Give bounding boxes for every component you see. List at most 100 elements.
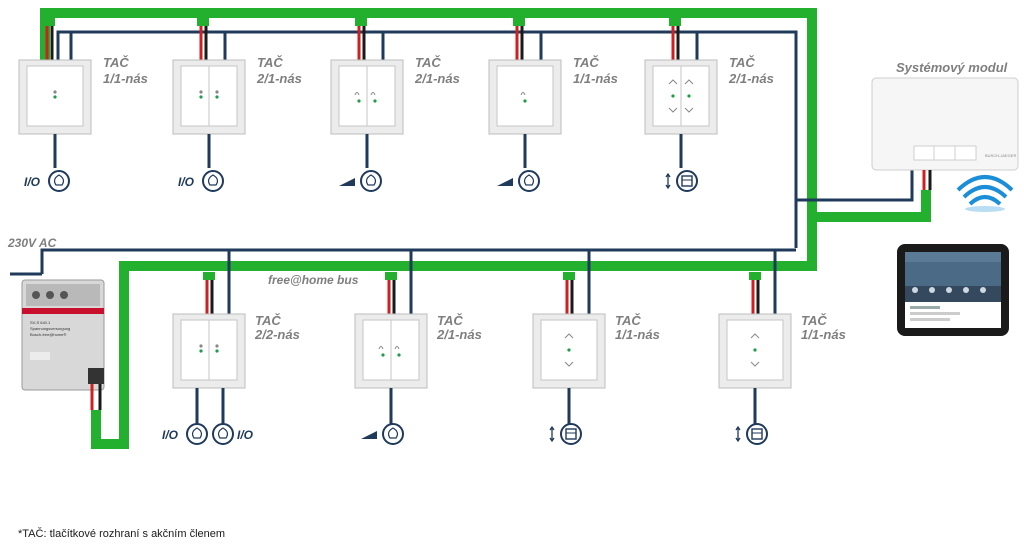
bulb-glyph-icon	[53, 174, 65, 186]
dimmer-wedge-icon	[339, 178, 355, 186]
led-dot	[373, 99, 377, 103]
power-line-module	[796, 168, 914, 202]
psu-desc: Spannungsversorgung	[30, 326, 70, 331]
led-dot	[753, 348, 757, 352]
led-dot	[199, 349, 203, 353]
button-strip	[913, 145, 977, 161]
led-dot	[687, 94, 691, 98]
arrow-up-icon	[750, 333, 760, 339]
dimmer-wedge-icon	[497, 178, 513, 186]
led-dot	[215, 95, 219, 99]
system-module-body	[871, 77, 1019, 171]
device-title: TAČ	[257, 55, 283, 70]
up-down-arrows-icon	[735, 425, 741, 443]
blind-icon	[560, 423, 582, 445]
dimmer-glyph-icon	[354, 92, 360, 96]
device-title: TAČ	[615, 313, 641, 328]
device-subtitle: 2/1-nás	[257, 71, 302, 86]
led-dot	[357, 99, 361, 103]
led-dot	[671, 94, 675, 98]
blind-icon	[746, 423, 768, 445]
arrow-up-icon	[684, 79, 694, 85]
switch-single-blind	[718, 313, 792, 389]
bulb-icon	[382, 423, 404, 445]
device-title: TAČ	[437, 313, 463, 328]
wifi-icon	[956, 175, 1014, 212]
dimmer-glyph-icon	[370, 92, 376, 96]
bus-tap	[385, 272, 397, 280]
device-subtitle: 2/1-nás	[729, 71, 774, 86]
switch-single-led	[18, 59, 92, 135]
device-subtitle: 2/2-nás	[255, 327, 300, 342]
bulb-glyph-icon	[387, 427, 399, 439]
switch-double-led	[172, 313, 246, 389]
led-dot	[53, 90, 57, 94]
psu-brand: Busch-free@home®	[30, 332, 66, 337]
terminal-icon	[32, 291, 40, 299]
led-dot	[199, 90, 203, 94]
up-down-arrows-icon	[549, 425, 555, 443]
device-title: TAČ	[255, 313, 281, 328]
bulb-icon	[518, 170, 540, 192]
bus-tap	[669, 18, 681, 26]
psu-model: SV-S 640.1	[30, 320, 51, 325]
bus-tap	[197, 18, 209, 26]
psu-output-terminal	[88, 368, 104, 384]
bus-tap	[43, 18, 55, 26]
switch-double-dimmer	[330, 59, 404, 135]
devices-layer	[18, 18, 792, 445]
psu-led	[30, 352, 50, 360]
load-label: I/O	[178, 175, 195, 189]
led-dot	[215, 90, 219, 94]
bulb-glyph-icon	[217, 427, 229, 439]
bulb-icon	[48, 170, 70, 192]
bulb-icon	[202, 170, 224, 192]
bus-tap	[563, 272, 575, 280]
tablet-icon	[897, 244, 1009, 336]
power-supply-body	[21, 279, 105, 391]
device-title: TAČ	[103, 55, 129, 70]
load-label: I/O	[162, 428, 179, 442]
bus-tap	[749, 272, 761, 280]
arrow-up-icon	[564, 333, 574, 339]
bulb-glyph-icon	[523, 174, 535, 186]
device-subtitle: 2/1-nás	[415, 71, 460, 86]
blind-glyph-icon	[565, 428, 577, 440]
device-title: TAČ	[415, 55, 441, 70]
mains-label: 230V AC	[8, 236, 57, 250]
switch-double-led	[172, 59, 246, 135]
power-supply-stripe	[22, 308, 104, 314]
dimmer-glyph-icon	[394, 346, 400, 350]
led-dot	[53, 95, 57, 99]
power-line-bottom	[40, 248, 796, 274]
led-dot	[397, 353, 401, 357]
led-dot	[215, 344, 219, 348]
bus-line-bottom	[91, 217, 817, 449]
power-supply: SV-S 640.1 Spannungsversorgung Busch-fre…	[21, 279, 105, 410]
bulb-glyph-icon	[191, 427, 203, 439]
bus-tap	[513, 18, 525, 26]
bus-tap	[355, 18, 367, 26]
blind-glyph-icon	[751, 428, 763, 440]
switch-single-dimmer	[488, 59, 562, 135]
terminal-icon	[60, 291, 68, 299]
blind-glyph-icon	[681, 175, 693, 187]
switch-double-blind	[644, 59, 718, 135]
bulb-icon	[186, 423, 208, 445]
system-module-title: Systémový modul	[896, 60, 1008, 75]
dimmer-glyph-icon	[378, 346, 384, 350]
switch-single-blind	[532, 313, 606, 389]
led-dot	[381, 353, 385, 357]
power-line-top	[56, 30, 798, 248]
arrow-up-icon	[668, 79, 678, 85]
arrow-down-icon	[684, 107, 694, 113]
arrow-down-icon	[564, 361, 574, 367]
dimmer-glyph-icon	[520, 92, 526, 96]
device-subtitle: 1/1-nás	[103, 71, 148, 86]
load-label: I/O	[237, 428, 254, 442]
terminal-icon	[46, 291, 54, 299]
dimmer-wedge-icon	[361, 431, 377, 439]
switch-rocker	[496, 65, 554, 127]
device-title: TAČ	[729, 55, 755, 70]
